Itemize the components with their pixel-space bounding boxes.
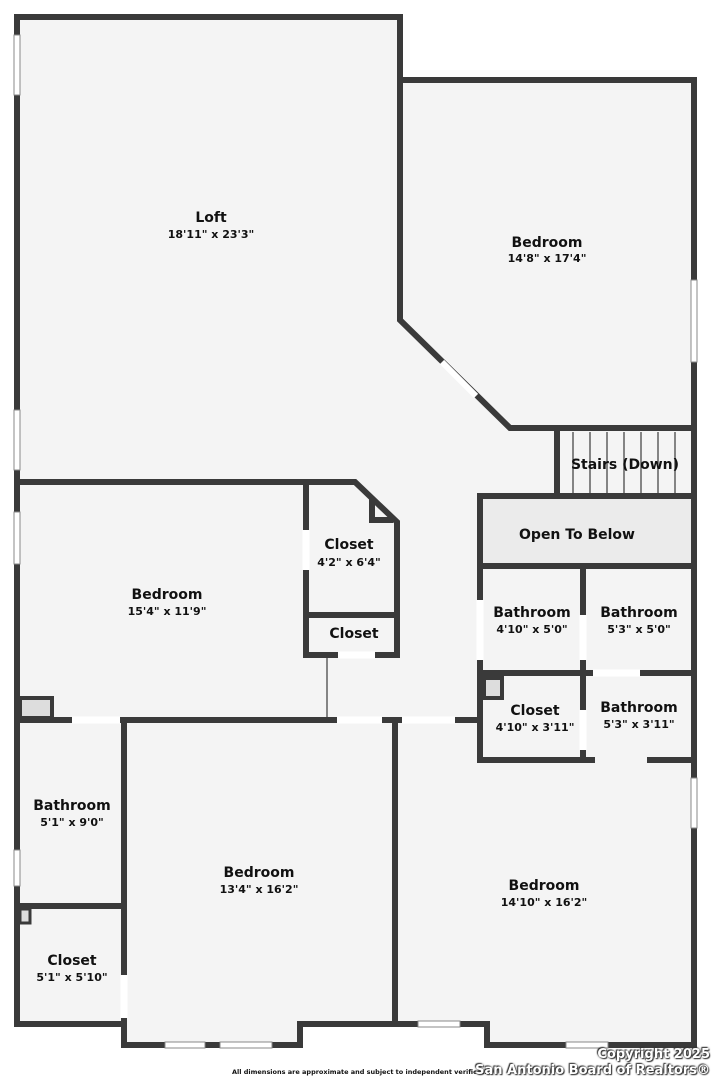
windows bbox=[13, 34, 698, 1049]
room-name-bedroom-w: Bedroom bbox=[132, 587, 203, 603]
room-name-bath-c: Bathroom bbox=[600, 700, 678, 716]
room-name-stairs: Stairs (Down) bbox=[571, 457, 679, 473]
room-name-loft: Loft bbox=[195, 210, 227, 226]
room-name-bath-b: Bathroom bbox=[600, 605, 678, 621]
room-dims-loft: 18'11" x 23'3" bbox=[168, 228, 255, 241]
room-dims-bath-c: 5'3" x 3'11" bbox=[603, 718, 674, 731]
disclaimer: All dimensions are approximate and subje… bbox=[232, 1068, 496, 1076]
room-dims-closet-e: 4'10" x 3'11" bbox=[496, 721, 575, 734]
room-name-bedroom-se: Bedroom bbox=[509, 878, 580, 894]
room-name-bedroom-ne: Bedroom bbox=[512, 235, 583, 251]
room-dims-closet-mid: 4'2" x 6'4" bbox=[317, 556, 381, 569]
open-to-below-area bbox=[480, 496, 694, 566]
room-dims-bedroom-w: 15'4" x 11'9" bbox=[128, 605, 207, 618]
room-name-bedroom-s: Bedroom bbox=[224, 865, 295, 881]
room-name-closet-mid: Closet bbox=[324, 537, 374, 553]
room-dims-bedroom-ne: 14'8" x 17'4" bbox=[508, 252, 587, 265]
room-dims-bath-b: 5'3" x 5'0" bbox=[607, 623, 671, 636]
room-dims-bath-sw: 5'1" x 9'0" bbox=[40, 816, 104, 829]
room-dims-closet-sw: 5'1" x 5'10" bbox=[36, 971, 107, 984]
copyright-line2: San Antonio Board of Realtors® bbox=[475, 1063, 710, 1078]
room-name-bath-a: Bathroom bbox=[493, 605, 571, 621]
room-name-closet-sw: Closet bbox=[47, 953, 97, 969]
room-dims-bedroom-se: 14'10" x 16'2" bbox=[501, 896, 588, 909]
room-name-closet-e: Closet bbox=[510, 703, 560, 719]
walls bbox=[14, 14, 697, 1048]
copyright-watermark: Copyright 2025 San Antonio Board of Real… bbox=[475, 1047, 710, 1079]
door-openings bbox=[72, 530, 640, 1018]
room-name-bath-sw: Bathroom bbox=[33, 798, 111, 814]
floor-area bbox=[17, 17, 694, 1045]
room-dims-bath-a: 4'10" x 5'0" bbox=[496, 623, 567, 636]
room-dims-bedroom-s: 13'4" x 16'2" bbox=[220, 883, 299, 896]
room-name-open-below: Open To Below bbox=[519, 527, 635, 543]
room-name-closet-small: Closet bbox=[329, 626, 379, 642]
copyright-line1: Copyright 2025 bbox=[597, 1047, 710, 1062]
